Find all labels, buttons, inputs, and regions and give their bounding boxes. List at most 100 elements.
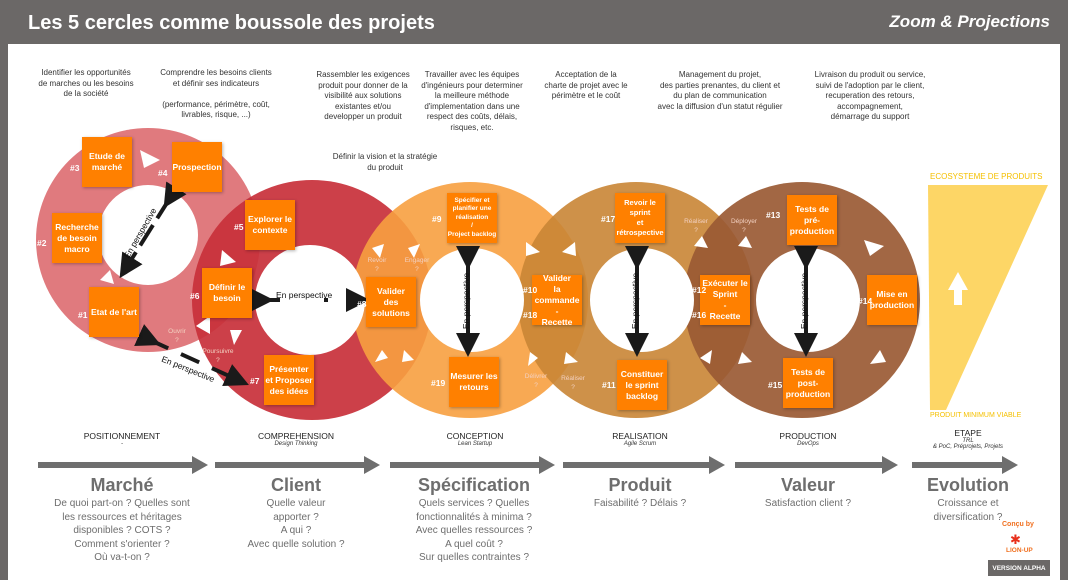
step-number-1: #1 bbox=[78, 310, 88, 320]
version-badge: VERSION ALPHA bbox=[988, 560, 1050, 576]
stage-method: - bbox=[120, 441, 123, 447]
transition-poursuivre: Poursuivre ? bbox=[202, 348, 234, 364]
step-number-12: #12 bbox=[692, 285, 707, 295]
step-box-6: Définir le besoin bbox=[202, 268, 252, 318]
step-number-19: #19 bbox=[431, 378, 446, 388]
stage-title-client: Client bbox=[270, 475, 322, 495]
stage-arrow-3 bbox=[390, 456, 555, 474]
description-vision: Définir la vision et la stratégie du pro… bbox=[332, 152, 438, 172]
step-number-3: #3 bbox=[70, 163, 80, 173]
step-box-7: Présenter et Proposer des idées bbox=[264, 355, 314, 405]
step-number-11: #11 bbox=[602, 380, 616, 390]
lion-up-logo-icon: ✱ bbox=[1010, 532, 1021, 547]
page-subtitle: Zoom & Projections bbox=[889, 12, 1050, 31]
description-livraison: Livraison du produit ou service, suivi d… bbox=[814, 70, 926, 121]
step-number-2: #2 bbox=[37, 238, 47, 248]
description-exigences: Rassembler les exigences produit pour do… bbox=[316, 70, 410, 121]
evolution-funnel bbox=[928, 185, 1048, 410]
step-box-3: Etude de marché bbox=[82, 137, 132, 187]
stage-method: Agile Scrum bbox=[623, 441, 657, 447]
step-box-10: Valider la commande - Recette bbox=[532, 273, 582, 327]
step-box-15: Tests de post- production bbox=[783, 358, 833, 408]
step-box-1: Etat de l'art bbox=[89, 287, 139, 337]
perspective-label-client: En perspective bbox=[276, 290, 333, 300]
transition-ouvrir: Ouvrir ? bbox=[168, 328, 186, 344]
description-client: Comprendre les besoins clients et défini… bbox=[160, 68, 272, 119]
description-management: Management du projet, des parties prenan… bbox=[657, 70, 783, 111]
transition-delivrer: Délivrer ? bbox=[524, 373, 548, 389]
step-number-6: #6 bbox=[190, 291, 200, 301]
step-box-8: Valider des solutions bbox=[366, 277, 416, 327]
stage-arrow-4 bbox=[563, 456, 725, 474]
designed-by-label: Conçu by bbox=[1002, 521, 1034, 528]
title-bar: Les 5 cercles comme boussole des projets… bbox=[0, 0, 1068, 44]
right-border bbox=[1060, 44, 1068, 580]
stage-title-valeur: Valeur bbox=[780, 475, 836, 495]
flow-arrows bbox=[100, 150, 886, 366]
step-number-4: #4 bbox=[158, 168, 168, 178]
step-number-5: #5 bbox=[234, 222, 244, 232]
step-box-13: Tests de pré- production bbox=[787, 195, 837, 245]
description-marche: Identifier les opportunités de marches o… bbox=[38, 68, 134, 98]
stage-questions-evolution: Croissance et diversification ? bbox=[933, 498, 1003, 523]
step-box-17: Revoir le sprint et rétrospective bbox=[615, 193, 665, 243]
stage-name: ETAPE bbox=[954, 428, 982, 438]
transition-realiser-1: Réaliser ? bbox=[561, 375, 585, 391]
transition-realiser-2: Réaliser ? bbox=[684, 218, 708, 234]
perspective-arrow-bridge bbox=[134, 324, 249, 386]
step-number-8: #8 bbox=[357, 299, 367, 309]
stage-questions-specification: Quels services ? Quelles fonctionnalités… bbox=[415, 498, 533, 563]
stage-questions-client: Quelle valeur apporter ? A qui ? Avec qu… bbox=[247, 498, 345, 550]
step-number-9: #9 bbox=[432, 214, 442, 224]
description-acceptation: Acceptation de la charte de projet avec … bbox=[544, 70, 628, 100]
growth-arrow-icon bbox=[948, 272, 968, 305]
step-box-12: Exécuter le Sprint - Recette bbox=[700, 275, 750, 325]
step-box-14: Mise en production bbox=[867, 275, 917, 325]
stage-method: Design Thinking bbox=[274, 441, 318, 447]
stage-title-evolution: Evolution bbox=[927, 475, 1009, 495]
step-box-5: Explorer le contexte bbox=[245, 200, 295, 250]
stage-questions-valeur: Satisfaction client ? bbox=[764, 498, 852, 509]
step-number-16: #16 bbox=[692, 310, 707, 320]
perspective-arrow-marche bbox=[119, 181, 187, 279]
stage-arrow-1 bbox=[38, 456, 208, 474]
step-number-13: #13 bbox=[766, 210, 781, 220]
stage-method: TRL & PoC, Préprojets, Projets bbox=[932, 438, 1004, 450]
stage-method: Lean Startup bbox=[457, 441, 493, 447]
stage-title-specification: Spécification bbox=[417, 475, 531, 495]
transition-deployer: Déployer ? bbox=[730, 218, 758, 234]
stage-name: REALISATION bbox=[612, 431, 668, 441]
left-border bbox=[0, 44, 8, 580]
evolution-top-label: ECOSYSTEME DE PRODUITS bbox=[930, 172, 1043, 181]
stage-questions-produit: Faisabilité ? Délais ? bbox=[593, 498, 687, 509]
step-box-19: Mesurer les retours bbox=[449, 357, 499, 407]
step-number-7: #7 bbox=[250, 376, 260, 386]
evolution-bottom-label: PRODUIT MINIMUM VIABLE bbox=[930, 412, 1022, 419]
step-box-4: Prospection bbox=[172, 142, 222, 192]
stage-arrow-2 bbox=[215, 456, 380, 474]
stage-name: COMPREHENSION bbox=[257, 431, 335, 441]
step-number-17: #17 bbox=[601, 214, 616, 224]
stage-name: CONCEPTION bbox=[446, 431, 504, 441]
transition-engager: Engager ? bbox=[404, 257, 430, 273]
step-number-14: #14 bbox=[858, 296, 873, 306]
stage-arrow-5 bbox=[735, 456, 898, 474]
stage-method: DevOps bbox=[797, 441, 819, 447]
transition-revoir: Revoir ? bbox=[367, 257, 387, 273]
page-title: Les 5 cercles comme boussole des projets bbox=[28, 12, 435, 34]
stage-title-produit: Produit bbox=[608, 475, 672, 495]
step-box-11: Constituer le sprint backlog bbox=[617, 360, 667, 410]
step-number-15: #15 bbox=[768, 380, 783, 390]
step-number-18: #18 bbox=[523, 310, 538, 320]
stage-positionnement: POSITIONNEMENT- bbox=[84, 431, 161, 447]
stage-name: PRODUCTION bbox=[779, 431, 837, 441]
step-box-2: Recherche de besoin macro bbox=[52, 213, 102, 263]
brand-logo-text: LION-UP bbox=[1006, 547, 1033, 554]
step-box-9: Spécifier et planifier une réalisation /… bbox=[447, 193, 497, 243]
